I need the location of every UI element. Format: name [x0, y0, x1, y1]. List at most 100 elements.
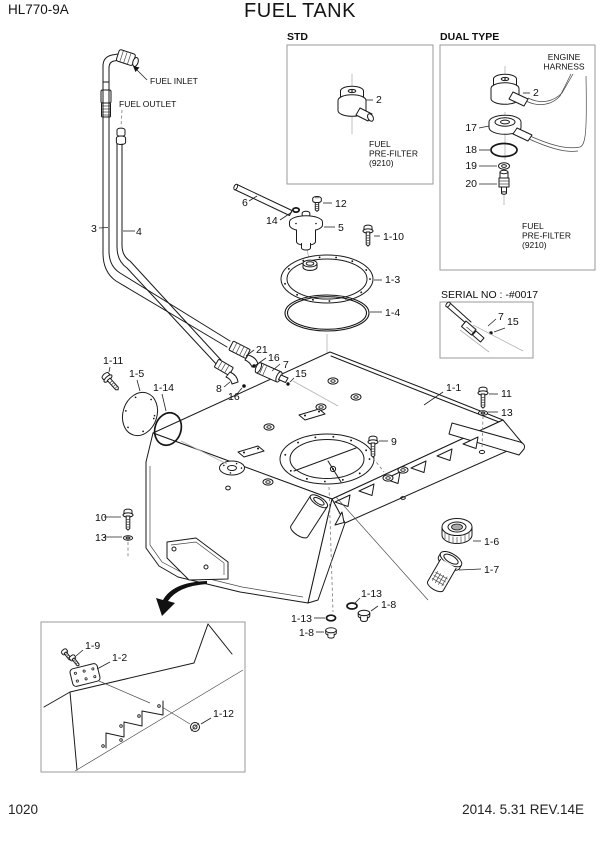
leader-1-9	[75, 649, 84, 657]
leader-6	[248, 195, 258, 202]
callout-dual-19: 19	[465, 160, 477, 172]
sender-stack: 6 14 12 5	[233, 183, 404, 432]
clamp-15-dot	[286, 382, 290, 386]
harness-wires	[525, 73, 587, 152]
fuel-outlet-leader	[120, 109, 123, 128]
hose-end-fittings: 21 16 7 15 8 16	[214, 340, 339, 407]
callout-1-8-low: 1-8	[299, 627, 314, 639]
check-valve-7	[254, 362, 283, 383]
fuel-inlet-arrowhead	[133, 66, 140, 72]
fuel-prefilter-dual-lower	[488, 114, 533, 142]
fuel-outlet-label: FUEL OUTLET	[119, 99, 176, 109]
leader-15	[289, 377, 295, 383]
fuel-inlet-fitting	[102, 49, 139, 83]
oring-1-13-mid	[346, 602, 358, 610]
callout-21: 21	[256, 344, 268, 356]
tank-gussets	[334, 436, 479, 526]
callout-serial-7: 7	[498, 311, 504, 323]
leader-serial-15	[493, 327, 506, 333]
dual-type-inset: DUAL TYPE ENGINE HARNESS 2	[439, 31, 596, 271]
callout-5: 5	[338, 222, 344, 234]
std-inset: STD 2 FUEL PRE-FILTER (9210)	[286, 31, 434, 185]
leader-1-11	[108, 366, 111, 373]
left-bolt-parts: 10 13	[95, 508, 134, 557]
callout-6: 6	[242, 197, 248, 209]
tank-small-flange	[219, 460, 245, 476]
dual-inset-title: DUAL TYPE	[440, 31, 499, 43]
callout-1-10: 1-10	[383, 231, 404, 243]
oring-18	[490, 142, 518, 158]
callout-1-6: 1-6	[484, 536, 499, 548]
std-note-line1: FUEL	[369, 139, 391, 149]
model-code: HL770-9A	[8, 2, 69, 17]
dual-inset-box	[439, 44, 596, 271]
oring-14	[291, 207, 301, 213]
callout-1-2: 1-2	[112, 652, 127, 664]
leader-1-8-mid	[370, 605, 379, 612]
bolt-1-10	[362, 224, 374, 247]
leader-7	[271, 363, 281, 372]
page-number: 1020	[8, 802, 39, 817]
cover-plate-1-3	[280, 254, 374, 304]
leader-1-12	[200, 717, 212, 725]
dual-note-line2: PRE-FILTER	[522, 231, 571, 241]
hose-3	[102, 81, 231, 348]
detail-panel	[43, 623, 244, 772]
clamp-16-upper-dot	[252, 364, 256, 368]
callout-dual-2: 2	[533, 87, 539, 99]
bolt-11	[477, 386, 489, 409]
filler-cap-1-6	[441, 518, 473, 544]
revision-date: 2014. 5.31 REV.14E	[462, 802, 584, 817]
detail-inset-box	[40, 621, 246, 773]
leader-1-2	[96, 661, 111, 670]
mount-plate-1-2	[69, 663, 101, 687]
leader-8	[223, 381, 231, 388]
tube-6	[233, 183, 293, 216]
callout-dual-20: 20	[465, 178, 477, 190]
engine-harness-line1: ENGINE	[548, 52, 581, 62]
top-brackets	[237, 408, 326, 458]
callout-1-8-mid: 1-8	[381, 599, 396, 611]
tank-front-flange-line	[149, 466, 304, 598]
bolt-1-11	[99, 370, 123, 394]
cover-1-5	[121, 391, 159, 437]
screw-12	[312, 196, 322, 212]
hose-4	[116, 143, 222, 367]
engine-harness-line2: HARNESS	[543, 62, 584, 72]
left-cover-parts: 1-11 1-5 1-14	[99, 355, 228, 465]
dual-note-line1: FUEL	[522, 221, 544, 231]
detail-arrow	[156, 581, 207, 616]
std-note-line3: (9210)	[369, 158, 394, 168]
serial-inset: SERIAL NO : -#0017 7 15	[439, 289, 538, 359]
fuel-tank-body	[145, 351, 525, 604]
gasket-1-4	[284, 294, 370, 332]
elbow-8	[225, 371, 239, 385]
callout-16-lower: 16	[228, 391, 240, 403]
weld-bosses	[262, 377, 409, 486]
filler-guide-line	[335, 496, 429, 601]
tank-top-edge-inner	[330, 355, 500, 423]
std-inset-box	[286, 44, 434, 185]
cover-guide-line	[180, 440, 228, 465]
washer-13-left	[122, 535, 134, 541]
callout-15: 15	[295, 368, 307, 380]
callout-16-upper: 16	[268, 352, 280, 364]
fuel-prefilter-std	[337, 85, 374, 122]
leader-14	[279, 211, 293, 221]
leader-21	[245, 349, 255, 357]
weld-boss-centers	[265, 379, 406, 484]
callout-14: 14	[266, 215, 278, 227]
serial-inset-box	[439, 301, 534, 359]
leader-16-lower	[236, 387, 243, 395]
callout-1-14: 1-14	[153, 382, 174, 394]
callout-8: 8	[216, 383, 222, 395]
grommet-1-12	[190, 722, 200, 732]
leader-fuel-inlet	[135, 68, 148, 81]
callout-1-13-mid: 1-13	[361, 588, 382, 600]
panel-holes	[101, 704, 161, 748]
leader-1-7	[458, 568, 482, 571]
drain-parts: 1-13 1-8 1-13 1-8	[291, 588, 396, 639]
callout-dual-17: 17	[465, 122, 477, 134]
leader-serial-7	[487, 318, 497, 327]
